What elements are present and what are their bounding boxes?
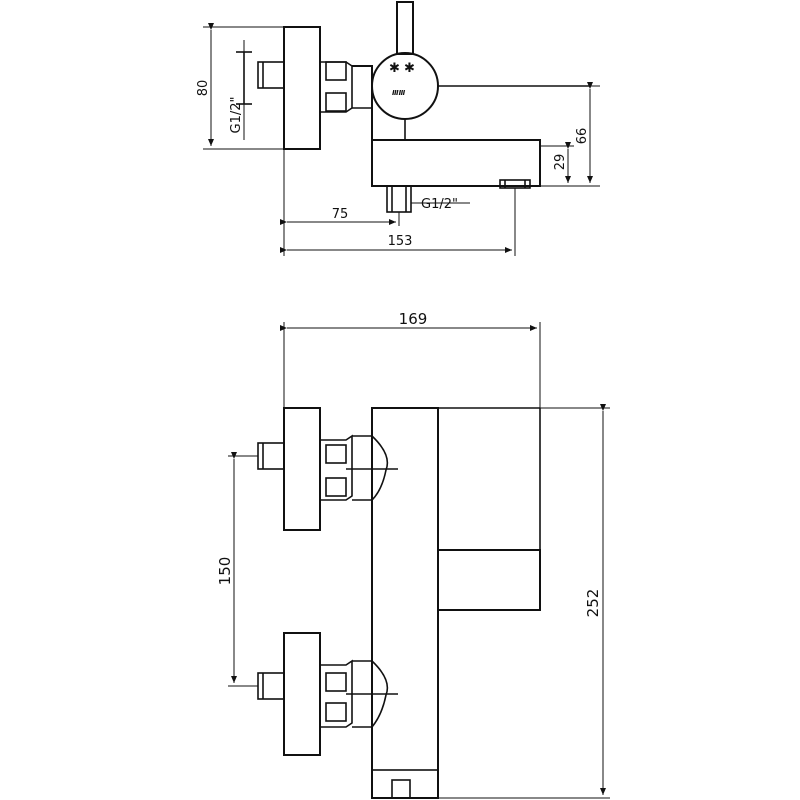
side-body (352, 65, 541, 187)
dim-thread-left: G1/2" (229, 40, 245, 140)
side-wall-flange (283, 26, 321, 150)
front-spout (437, 549, 541, 611)
side-inlet-connector (236, 51, 285, 105)
dim-80: 80 (196, 23, 284, 150)
dim-29: 29 (540, 142, 574, 183)
dim-150: 150 (216, 452, 258, 687)
dim-75: 75 (280, 149, 400, 256)
dim-169: 169 (280, 310, 541, 408)
side-logo: ⅢⅢ ✱ ✱ (389, 61, 415, 97)
front-view: 169 150 252 (216, 310, 610, 799)
svg-text:169: 169 (399, 310, 428, 328)
svg-text:G1/2": G1/2" (421, 197, 458, 212)
front-body (371, 407, 439, 799)
dim-153: 153 (280, 188, 516, 256)
front-upper-connector (257, 407, 398, 531)
svg-text:✱ ✱: ✱ ✱ (389, 61, 415, 76)
side-diverter (386, 185, 412, 213)
svg-text:153: 153 (388, 234, 413, 249)
svg-text:150: 150 (216, 557, 234, 586)
svg-text:ⅢⅢ: ⅢⅢ (392, 89, 406, 97)
svg-text:252: 252 (584, 589, 602, 618)
front-bottom-cap (371, 769, 439, 799)
svg-text:66: 66 (575, 128, 590, 145)
front-lower-connector (257, 632, 398, 756)
side-view: ⅢⅢ ✱ ✱ 80 G1/2" 66 29 (196, 1, 600, 256)
dim-thread-bottom: G1/2" (411, 197, 470, 212)
svg-text:29: 29 (553, 154, 568, 171)
side-nut (320, 61, 353, 113)
dim-66: 66 (540, 82, 600, 187)
svg-text:G1/2": G1/2" (229, 97, 244, 134)
svg-text:75: 75 (332, 207, 349, 222)
dim-252: 252 (438, 404, 610, 799)
svg-text:80: 80 (196, 80, 211, 97)
side-lever (396, 1, 414, 55)
